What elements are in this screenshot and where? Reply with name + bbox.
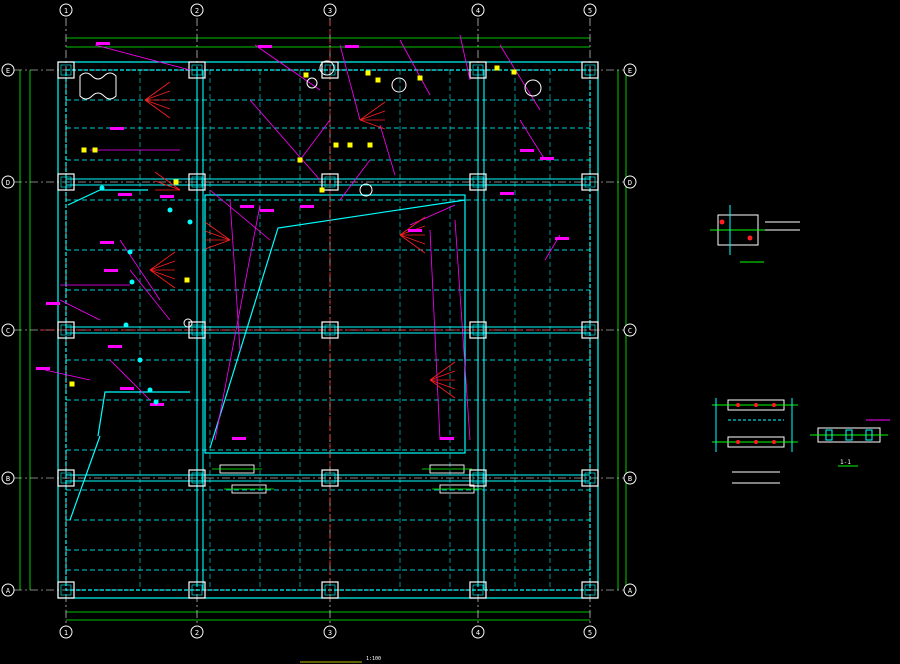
rebar-marker xyxy=(303,72,309,78)
rebar-marker xyxy=(297,157,303,163)
axis-bubble-left-C: C xyxy=(1,323,15,337)
axis-bubble-bottom-5: 5 xyxy=(583,625,597,639)
column xyxy=(57,61,75,79)
column xyxy=(57,321,75,339)
detail-a xyxy=(710,205,800,263)
column xyxy=(57,581,75,599)
svg-text:3: 3 xyxy=(328,7,332,15)
axis-bubble-top-2: 2 xyxy=(190,3,204,17)
annotation-leaders xyxy=(36,34,569,441)
svg-text:B: B xyxy=(628,475,632,483)
svg-text:2: 2 xyxy=(195,7,199,15)
rebar-marker xyxy=(173,179,179,185)
column xyxy=(321,469,339,487)
axis-bubble-left-A: A xyxy=(1,583,15,597)
column xyxy=(469,469,487,487)
svg-text:A: A xyxy=(6,587,11,595)
rebar-marker xyxy=(69,381,75,387)
svg-text:E: E xyxy=(628,67,632,75)
rebar-marker xyxy=(365,70,371,76)
axis-bubble-left-B: B xyxy=(1,471,15,485)
hatch-region xyxy=(79,72,117,100)
axis-bubble-top-3: 3 xyxy=(323,3,337,17)
svg-text:C: C xyxy=(6,327,10,335)
detail-c-caption: 1-1 xyxy=(840,459,851,466)
axis-bubble-top-1: 1 xyxy=(59,3,73,17)
drawing-text: 1:100 1-1 xyxy=(300,459,851,663)
rebar-marker xyxy=(319,187,325,193)
rebar-markers xyxy=(69,65,517,494)
axis-bubble-right-B: B xyxy=(623,471,637,485)
axis-bubble-right-E: E xyxy=(623,63,637,77)
svg-text:B: B xyxy=(6,475,10,483)
column xyxy=(188,581,206,599)
column xyxy=(321,173,339,191)
svg-text:E: E xyxy=(6,67,10,75)
rebar-marker xyxy=(92,147,98,153)
column xyxy=(188,469,206,487)
svg-text:4: 4 xyxy=(476,629,480,637)
rebar-marker xyxy=(184,277,190,283)
rebar-marker xyxy=(511,69,517,75)
axis-bubble-top-5: 5 xyxy=(583,3,597,17)
rebar-marker xyxy=(333,142,339,148)
pipe-openings xyxy=(183,60,542,328)
rebar-marker xyxy=(367,142,373,148)
column xyxy=(188,173,206,191)
beam-lines xyxy=(66,67,590,590)
svg-text:5: 5 xyxy=(588,7,592,15)
axis-bubble-bottom-4: 4 xyxy=(471,625,485,639)
column xyxy=(321,321,339,339)
rebar-marker xyxy=(81,147,87,153)
column xyxy=(188,321,206,339)
column xyxy=(57,469,75,487)
svg-text:1: 1 xyxy=(64,629,68,637)
svg-text:5: 5 xyxy=(588,629,592,637)
axis-bubble-right-C: C xyxy=(623,323,637,337)
column xyxy=(581,469,599,487)
column xyxy=(581,581,599,599)
svg-text:3: 3 xyxy=(328,629,332,637)
column xyxy=(581,61,599,79)
axis-bubble-right-D: D xyxy=(623,175,637,189)
central-opening xyxy=(67,189,466,521)
svg-text:2: 2 xyxy=(195,629,199,637)
axis-bubble-bottom-1: 1 xyxy=(59,625,73,639)
column xyxy=(57,173,75,191)
axis-bubble-right-A: A xyxy=(623,583,637,597)
rebar-marker xyxy=(375,77,381,83)
axis-bubble-bottom-2: 2 xyxy=(190,625,204,639)
axis-bubble-bottom-3: 3 xyxy=(323,625,337,639)
rebar-marker xyxy=(347,142,353,148)
column xyxy=(581,321,599,339)
column xyxy=(469,61,487,79)
detail-c xyxy=(810,419,890,467)
columns xyxy=(57,61,599,599)
centerlines xyxy=(40,20,600,600)
svg-text:4: 4 xyxy=(476,7,480,15)
column xyxy=(321,581,339,599)
axis-bubble-left-D: D xyxy=(1,175,15,189)
detail-b xyxy=(712,398,798,484)
rebar-marker xyxy=(417,75,423,81)
rebar-marker xyxy=(494,65,500,71)
svg-text:C: C xyxy=(628,327,632,335)
svg-text:A: A xyxy=(628,587,633,595)
column xyxy=(469,173,487,191)
drawing-scale: 1:100 xyxy=(366,656,381,662)
axis-bubble-left-E: E xyxy=(1,63,15,77)
column xyxy=(581,173,599,191)
column xyxy=(469,321,487,339)
svg-text:D: D xyxy=(628,179,632,187)
axis-bubble-top-4: 4 xyxy=(471,3,485,17)
svg-text:D: D xyxy=(6,179,10,187)
column xyxy=(469,581,487,599)
svg-text:1: 1 xyxy=(64,7,68,15)
